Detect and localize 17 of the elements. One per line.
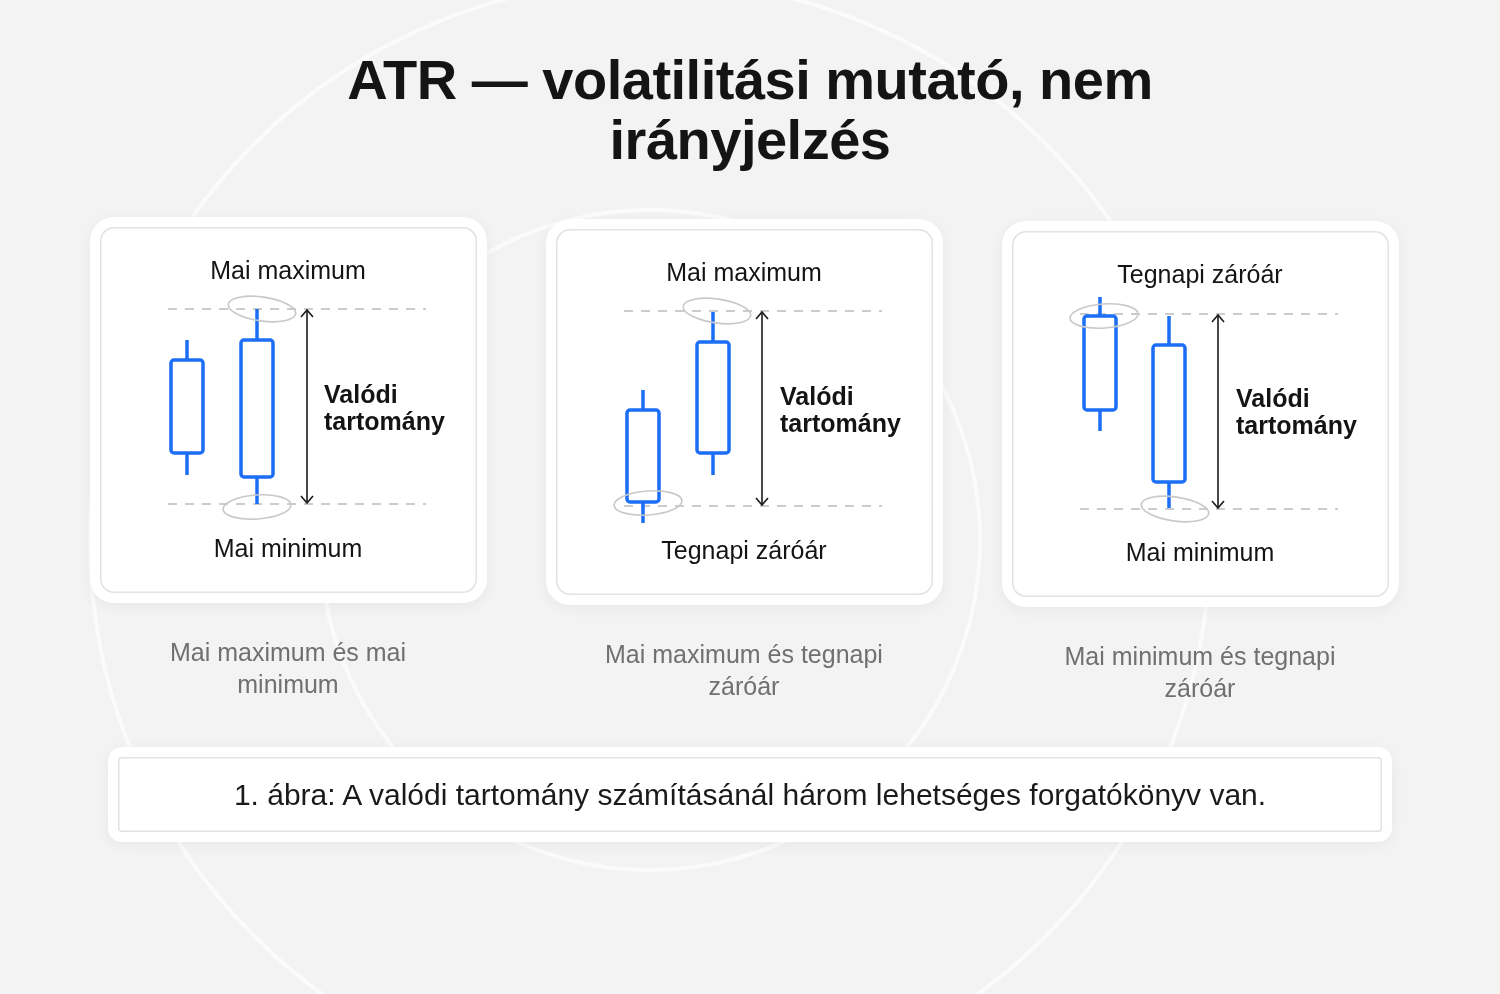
range-label: Valódi tartomány: [780, 383, 902, 437]
scenario-caption: Mai maximum és tegnapi záróár: [604, 639, 884, 702]
figure-caption: 1. ábra: A valódi tartomány számításánál három lehetséges forgatókönyv van.: [233, 776, 1267, 813]
scenario-card: [546, 219, 943, 605]
scenario-card: [1002, 221, 1399, 607]
scenario-caption: Mai maximum és mai minimum: [168, 637, 408, 700]
scenario-card: [90, 217, 487, 603]
level-label: Mai maximum: [210, 255, 366, 285]
level-label: Mai minimum: [1125, 537, 1275, 567]
level-label: Mai minimum: [213, 533, 363, 563]
level-label: Tegnapi záróár: [1117, 259, 1283, 289]
range-label: Valódi tartomány: [1236, 385, 1358, 439]
title: ATR — volatilitási mutató, nem irányjelzés: [346, 50, 1154, 170]
scenario-caption: Mai minimum és tegnapi záróár: [1063, 641, 1337, 704]
level-label: Tegnapi záróár: [661, 535, 827, 565]
level-label: Mai maximum: [666, 257, 822, 287]
range-label: Valódi tartomány: [324, 381, 446, 435]
